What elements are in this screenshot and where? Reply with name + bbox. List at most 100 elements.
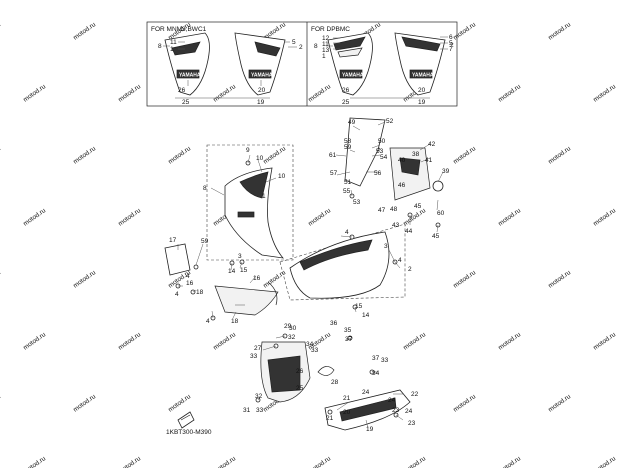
inset-right-callout-1: 1 (322, 53, 326, 60)
callout-57: 57 (330, 170, 338, 177)
callout-27: 27 (254, 345, 262, 352)
dpbmc-left-stripe (333, 36, 366, 51)
under-cowling-right-stripe (339, 397, 397, 422)
watermark-text: motod.ru (592, 207, 617, 228)
inset-left-panels: YAMAHA YAMAHA 8 11 1 5 2 26 20 25 19 (158, 32, 303, 106)
watermark-text: motod.ru (22, 331, 47, 352)
watermark-text: motod.ru (307, 207, 332, 228)
watermark-text: motod.ru (592, 83, 617, 104)
inset-left-callout-2: 2 (299, 44, 303, 51)
callout-21: 21 (343, 395, 351, 402)
watermark-text: motod.ru (0, 269, 2, 290)
callout-8: 8 (203, 185, 207, 192)
inset-left-title: FOR MNM3,BWC1 (151, 26, 207, 33)
watermark-layer: motod.ru motod.ru motod.ru motod.ru motod.ru… (0, 21, 617, 468)
yamaha-logo-text-left: YAMAHA (179, 73, 201, 79)
callout-28: 28 (331, 379, 339, 386)
callout-46: 46 (398, 182, 406, 189)
callout-41: 41 (425, 157, 433, 164)
callout-44: 44 (405, 228, 413, 235)
callout-49: 49 (348, 119, 356, 126)
callout-45b: 45 (432, 233, 440, 240)
watermark-text: motod.ru (547, 393, 572, 414)
watermark-text: motod.ru (497, 331, 522, 352)
callout-59: 59 (201, 238, 209, 245)
yamaha-logo-decal-dpbmc-left (339, 69, 363, 79)
callout-22: 22 (411, 391, 419, 398)
yamaha-logo-text-right: YAMAHA (251, 73, 273, 79)
inset-right-callout-26: 26 (342, 87, 350, 94)
callout-60: 60 (437, 210, 445, 217)
callout-33d: 33 (381, 357, 389, 364)
callout-4d: 4 (345, 229, 349, 236)
callout-47: 47 (378, 207, 386, 214)
callout-25: 25 (296, 385, 304, 392)
front-arrow-icon (177, 411, 195, 429)
watermark-text: motod.ru (547, 269, 572, 290)
callout-4e: 4 (398, 257, 402, 264)
callout-15b: 15 (355, 303, 363, 310)
watermark-text: motod.ru (212, 83, 237, 104)
watermark-text: motod.ru (547, 145, 572, 166)
callout-24b: 24 (388, 397, 396, 404)
inset-frame (146, 21, 458, 107)
callout-33c: 33 (256, 407, 264, 414)
bracket-upper-right (344, 117, 386, 187)
watermark-text: motod.ru (262, 145, 287, 166)
dpbmc-left-stripe-2 (337, 47, 363, 58)
callout-52: 52 (386, 118, 394, 125)
watermark-text: motod.ru (452, 21, 477, 42)
callout-29: 29 (284, 323, 292, 330)
watermark-text: motod.ru (117, 207, 142, 228)
fasteners (175, 160, 441, 418)
callout-26: 26 (296, 368, 304, 375)
callout-24: 24 (362, 389, 370, 396)
callout-3b: 3 (384, 243, 388, 250)
inset-right-callout-25: 25 (342, 99, 350, 106)
watermark-text: motod.ru (452, 269, 477, 290)
inset-left-callout-11: 11 (170, 39, 177, 46)
callout-16b: 16 (186, 280, 194, 287)
inset-right-callout-5: 5 (449, 40, 453, 47)
watermark-text: motod.ru (22, 83, 47, 104)
watermark-text: motod.ru (307, 83, 332, 104)
yamaha-logo-text-dpbmc-right: YAMAHA (412, 73, 434, 79)
callout-43: 43 (392, 222, 400, 229)
dpbmc-right-stripe (401, 36, 441, 52)
watermark-text: motod.ru (497, 455, 522, 468)
callout-32: 32 (288, 334, 296, 341)
exploded-view: 9 10 10 8 1 17 59 3 14 15 16 4 16 18 4 1… (164, 117, 450, 436)
callout-33b: 33 (311, 347, 319, 354)
inset-left-callout-5: 5 (292, 39, 296, 46)
callout-54: 54 (380, 154, 388, 161)
callout-23: 23 (392, 407, 400, 414)
clip (317, 366, 335, 376)
callout-53b: 53 (353, 199, 361, 206)
watermark-text: motod.ru (212, 331, 237, 352)
inset-left-callout-26: 26 (178, 87, 186, 94)
watermark-text: motod.ru (307, 455, 332, 468)
callout-10: 10 (256, 155, 264, 162)
left-panel-stripe (171, 41, 201, 56)
callout-35: 35 (344, 327, 352, 334)
callout-18: 18 (196, 289, 204, 296)
callout-14b: 14 (362, 312, 370, 319)
callout-56: 56 (374, 170, 382, 177)
watermark-text: motod.ru (0, 145, 2, 166)
watermark-text: motod.ru (452, 145, 477, 166)
watermark-text: motod.ru (0, 21, 2, 42)
inset-right-callout-8: 8 (314, 43, 318, 50)
callout-42: 42 (428, 141, 436, 148)
inset-panel: FOR MNM3,BWC1 FOR DPBMC YAMAHA YAMAHA 8 … (146, 21, 458, 107)
callout-3: 3 (238, 253, 242, 260)
callout-32b: 32 (255, 393, 263, 400)
callout-58: 58 (344, 138, 352, 145)
watermark-text: motod.ru (592, 455, 617, 468)
callout-36: 36 (330, 320, 338, 327)
right-side-panel-shape (234, 32, 286, 96)
watermark-text: motod.ru (22, 207, 47, 228)
watermark-text: motod.ru (402, 207, 427, 228)
inset-right-panels: YAMAHA YAMAHA 8 12 11 13 1 6 5 7 2 26 20… (314, 32, 454, 106)
watermark-text: motod.ru (592, 331, 617, 352)
callout-40: 40 (398, 157, 406, 164)
